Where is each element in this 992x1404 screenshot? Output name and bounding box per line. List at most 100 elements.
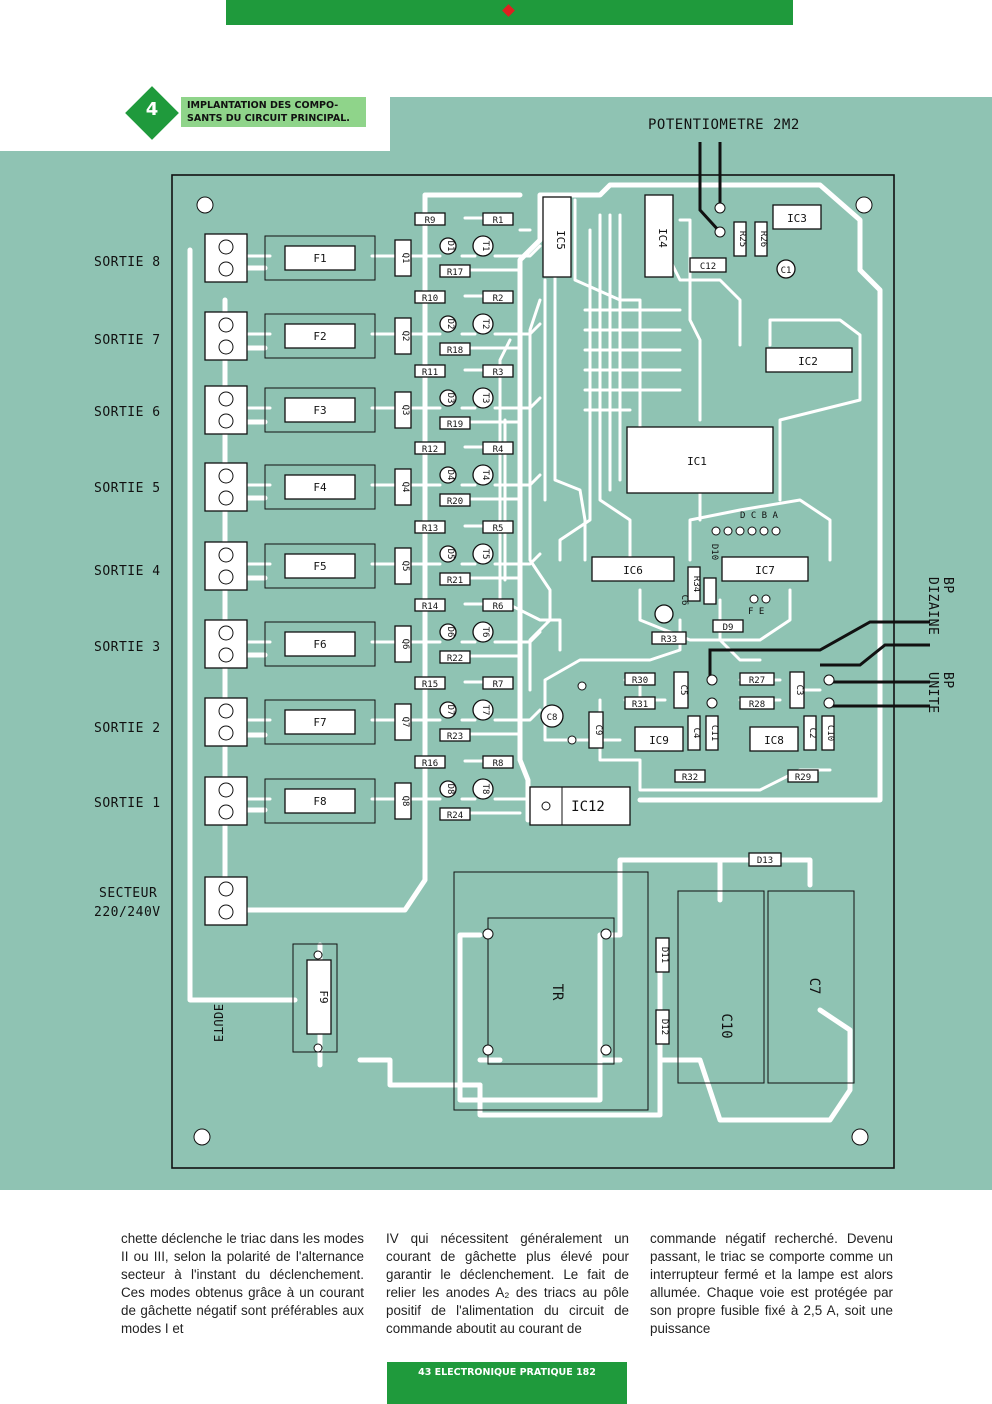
ic2-chip: IC2 — [765, 347, 853, 373]
svg-text:C12: C12 — [700, 262, 716, 272]
mains-terminal-block — [204, 876, 248, 926]
ic5-chip: IC5 — [542, 196, 572, 278]
ic9-chip: IC9 — [634, 726, 684, 752]
svg-text:R32: R32 — [682, 773, 698, 783]
fuse-holder — [264, 621, 376, 667]
top-banner — [226, 0, 793, 25]
ic6-chip: IC6 — [591, 556, 675, 582]
optocoupler — [394, 547, 412, 585]
opto-label: Q5 — [400, 561, 410, 572]
svg-text:C10: C10 — [718, 1013, 734, 1038]
resistor — [439, 342, 471, 356]
svg-text:D12: D12 — [659, 1019, 669, 1035]
resistor — [482, 441, 514, 455]
svg-text:R25: R25 — [737, 231, 747, 247]
mount-hole — [855, 196, 873, 214]
optocoupler — [394, 782, 412, 820]
fuse-holder — [264, 235, 376, 281]
triac-label: T3 — [480, 393, 490, 404]
mains-label-1: SECTEUR — [99, 886, 158, 901]
transformer: TR — [453, 871, 649, 1111]
triac-label: T6 — [480, 627, 490, 638]
svg-text:IC6: IC6 — [623, 564, 643, 577]
optocoupler — [394, 239, 412, 277]
mount-hole — [193, 1128, 211, 1146]
capacitor-c7: C7 — [767, 890, 855, 1084]
screw-terminal — [218, 339, 234, 355]
led — [439, 701, 457, 719]
screw-terminal — [218, 239, 234, 255]
resistor — [482, 212, 514, 226]
output-label-3: SORTIE 3 — [94, 640, 161, 655]
triac-label: T5 — [480, 549, 490, 560]
resistor-label: R14 — [422, 602, 438, 612]
bp-unite-label: BP UNITE — [925, 672, 955, 714]
resistor — [439, 493, 471, 507]
resistor — [482, 364, 514, 378]
fuse-label: F5 — [313, 560, 326, 573]
external-wires — [698, 142, 930, 709]
resistor-label: R21 — [447, 576, 463, 586]
led — [439, 237, 457, 255]
svg-text:IC8: IC8 — [764, 734, 784, 747]
caption-line-2: SANTS DU CIRCUIT PRINCIPAL. — [187, 113, 350, 124]
svg-text:C3: C3 — [794, 685, 804, 696]
svg-text:F9: F9 — [317, 990, 330, 1003]
screw-terminal — [218, 625, 234, 641]
output-label-1: SORTIE 1 — [94, 796, 161, 811]
opto-label: Q2 — [400, 331, 410, 342]
capacitor-c10: C10 — [677, 890, 765, 1084]
svg-text:C9: C9 — [593, 725, 603, 736]
triac — [472, 699, 494, 721]
resistor — [439, 807, 471, 821]
svg-text:C2: C2 — [807, 728, 817, 739]
screw-terminal — [218, 547, 234, 563]
optocoupler — [394, 703, 412, 741]
output-label-4: SORTIE 4 — [94, 564, 161, 579]
resistor-label: R22 — [447, 654, 463, 664]
resistor-label: R4 — [493, 445, 504, 455]
fuse-label: F3 — [313, 404, 326, 417]
svg-text:C10: C10 — [825, 725, 835, 741]
potentiometer-label: POTENTIOMETRE 2M2 — [648, 117, 800, 133]
resistor — [482, 755, 514, 769]
resistor — [439, 650, 471, 664]
resistor-label: R16 — [422, 759, 438, 769]
svg-text:R34: R34 — [691, 576, 701, 592]
fuse-label: F6 — [313, 638, 326, 651]
resistor-label: R17 — [447, 268, 463, 278]
svg-text:C1: C1 — [781, 266, 792, 276]
fuse-holder — [264, 699, 376, 745]
screw-terminal — [218, 782, 234, 798]
svg-text:IC1: IC1 — [687, 455, 707, 468]
resistor — [414, 598, 446, 612]
designer-signature: ETUDE — [211, 1003, 225, 1042]
led-label: D1 — [445, 241, 455, 252]
resistor — [439, 572, 471, 586]
svg-text:IC12: IC12 — [571, 799, 605, 815]
led-label: D2 — [445, 319, 455, 330]
triac — [472, 543, 494, 565]
resistor-label: R23 — [447, 732, 463, 742]
ic12-regulator: IC12 — [529, 786, 631, 826]
fuse — [284, 709, 356, 735]
opto-label: Q7 — [400, 717, 410, 728]
resistor-label: R11 — [422, 368, 438, 378]
svg-text:IC4: IC4 — [656, 228, 669, 248]
screw-terminal — [218, 317, 234, 333]
optocoupler — [394, 625, 412, 663]
resistor — [414, 676, 446, 690]
resistor — [414, 755, 446, 769]
led-label: D3 — [445, 393, 455, 404]
mount-hole — [196, 196, 214, 214]
svg-text:D13: D13 — [757, 856, 773, 866]
resistor — [414, 520, 446, 534]
resistor — [414, 364, 446, 378]
fuse-label: F2 — [313, 330, 326, 343]
resistor-label: R6 — [493, 602, 504, 612]
screw-terminal — [218, 703, 234, 719]
resistor-label: R13 — [422, 524, 438, 534]
fuse-label: F7 — [313, 716, 326, 729]
screw-terminal — [218, 569, 234, 585]
